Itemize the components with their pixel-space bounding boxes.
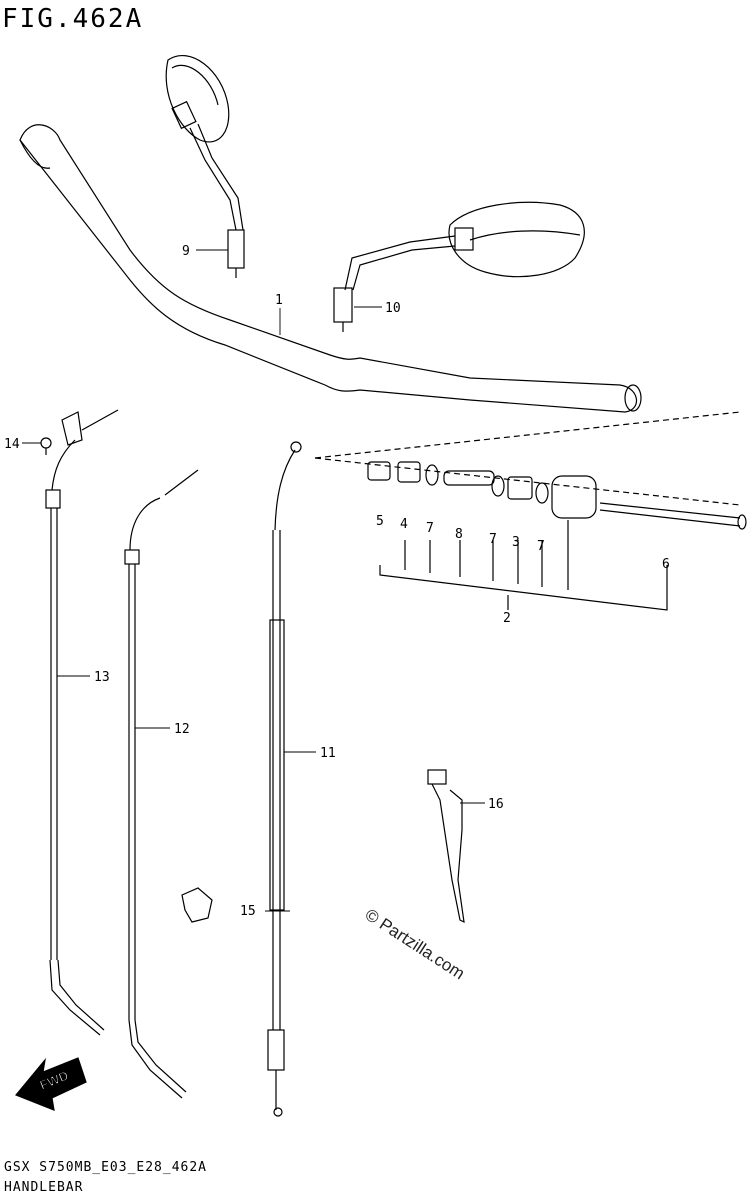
callout-10: 10 bbox=[385, 301, 401, 316]
callout-7-b: 7 bbox=[489, 532, 497, 547]
callout-7-a: 7 bbox=[426, 521, 434, 536]
callout-leaders bbox=[22, 249, 485, 912]
callout-1: 1 bbox=[275, 293, 283, 308]
callout-16: 16 bbox=[488, 797, 504, 812]
callout-12: 12 bbox=[174, 722, 190, 737]
caption: HANDLEBAR bbox=[4, 1180, 84, 1195]
callout-6: 6 bbox=[662, 557, 670, 572]
clutch-cable bbox=[45, 409, 119, 1036]
throttle-cable-11 bbox=[267, 441, 302, 1117]
screw-14 bbox=[40, 437, 52, 455]
cable-guide-15 bbox=[181, 887, 213, 923]
right-mirror bbox=[333, 201, 585, 332]
callout-labels: 1 2 3 4 5 6 7 7 7 8 9 10 11 12 13 14 15 … bbox=[4, 244, 670, 919]
callout-5: 5 bbox=[376, 514, 384, 529]
callout-15: 15 bbox=[240, 904, 256, 919]
callout-4: 4 bbox=[400, 517, 408, 532]
callout-11: 11 bbox=[320, 746, 336, 761]
bar-end-assembly bbox=[314, 411, 747, 611]
callout-3: 3 bbox=[512, 535, 520, 550]
figure-title: FIG.462A bbox=[2, 4, 144, 34]
drawing-code: GSX S750MB_E03_E28_462A bbox=[4, 1160, 208, 1175]
callout-7-c: 7 bbox=[537, 539, 545, 554]
callout-2: 2 bbox=[503, 611, 511, 626]
callout-13: 13 bbox=[94, 670, 110, 685]
cable-tie-16 bbox=[427, 769, 465, 924]
left-mirror bbox=[165, 55, 245, 278]
handlebar bbox=[19, 124, 642, 413]
fwd-arrow: FWD bbox=[15, 1057, 87, 1111]
throttle-cable-12 bbox=[124, 469, 199, 1099]
callout-8: 8 bbox=[455, 527, 463, 542]
callout-14: 14 bbox=[4, 437, 20, 452]
callout-9: 9 bbox=[182, 244, 190, 259]
